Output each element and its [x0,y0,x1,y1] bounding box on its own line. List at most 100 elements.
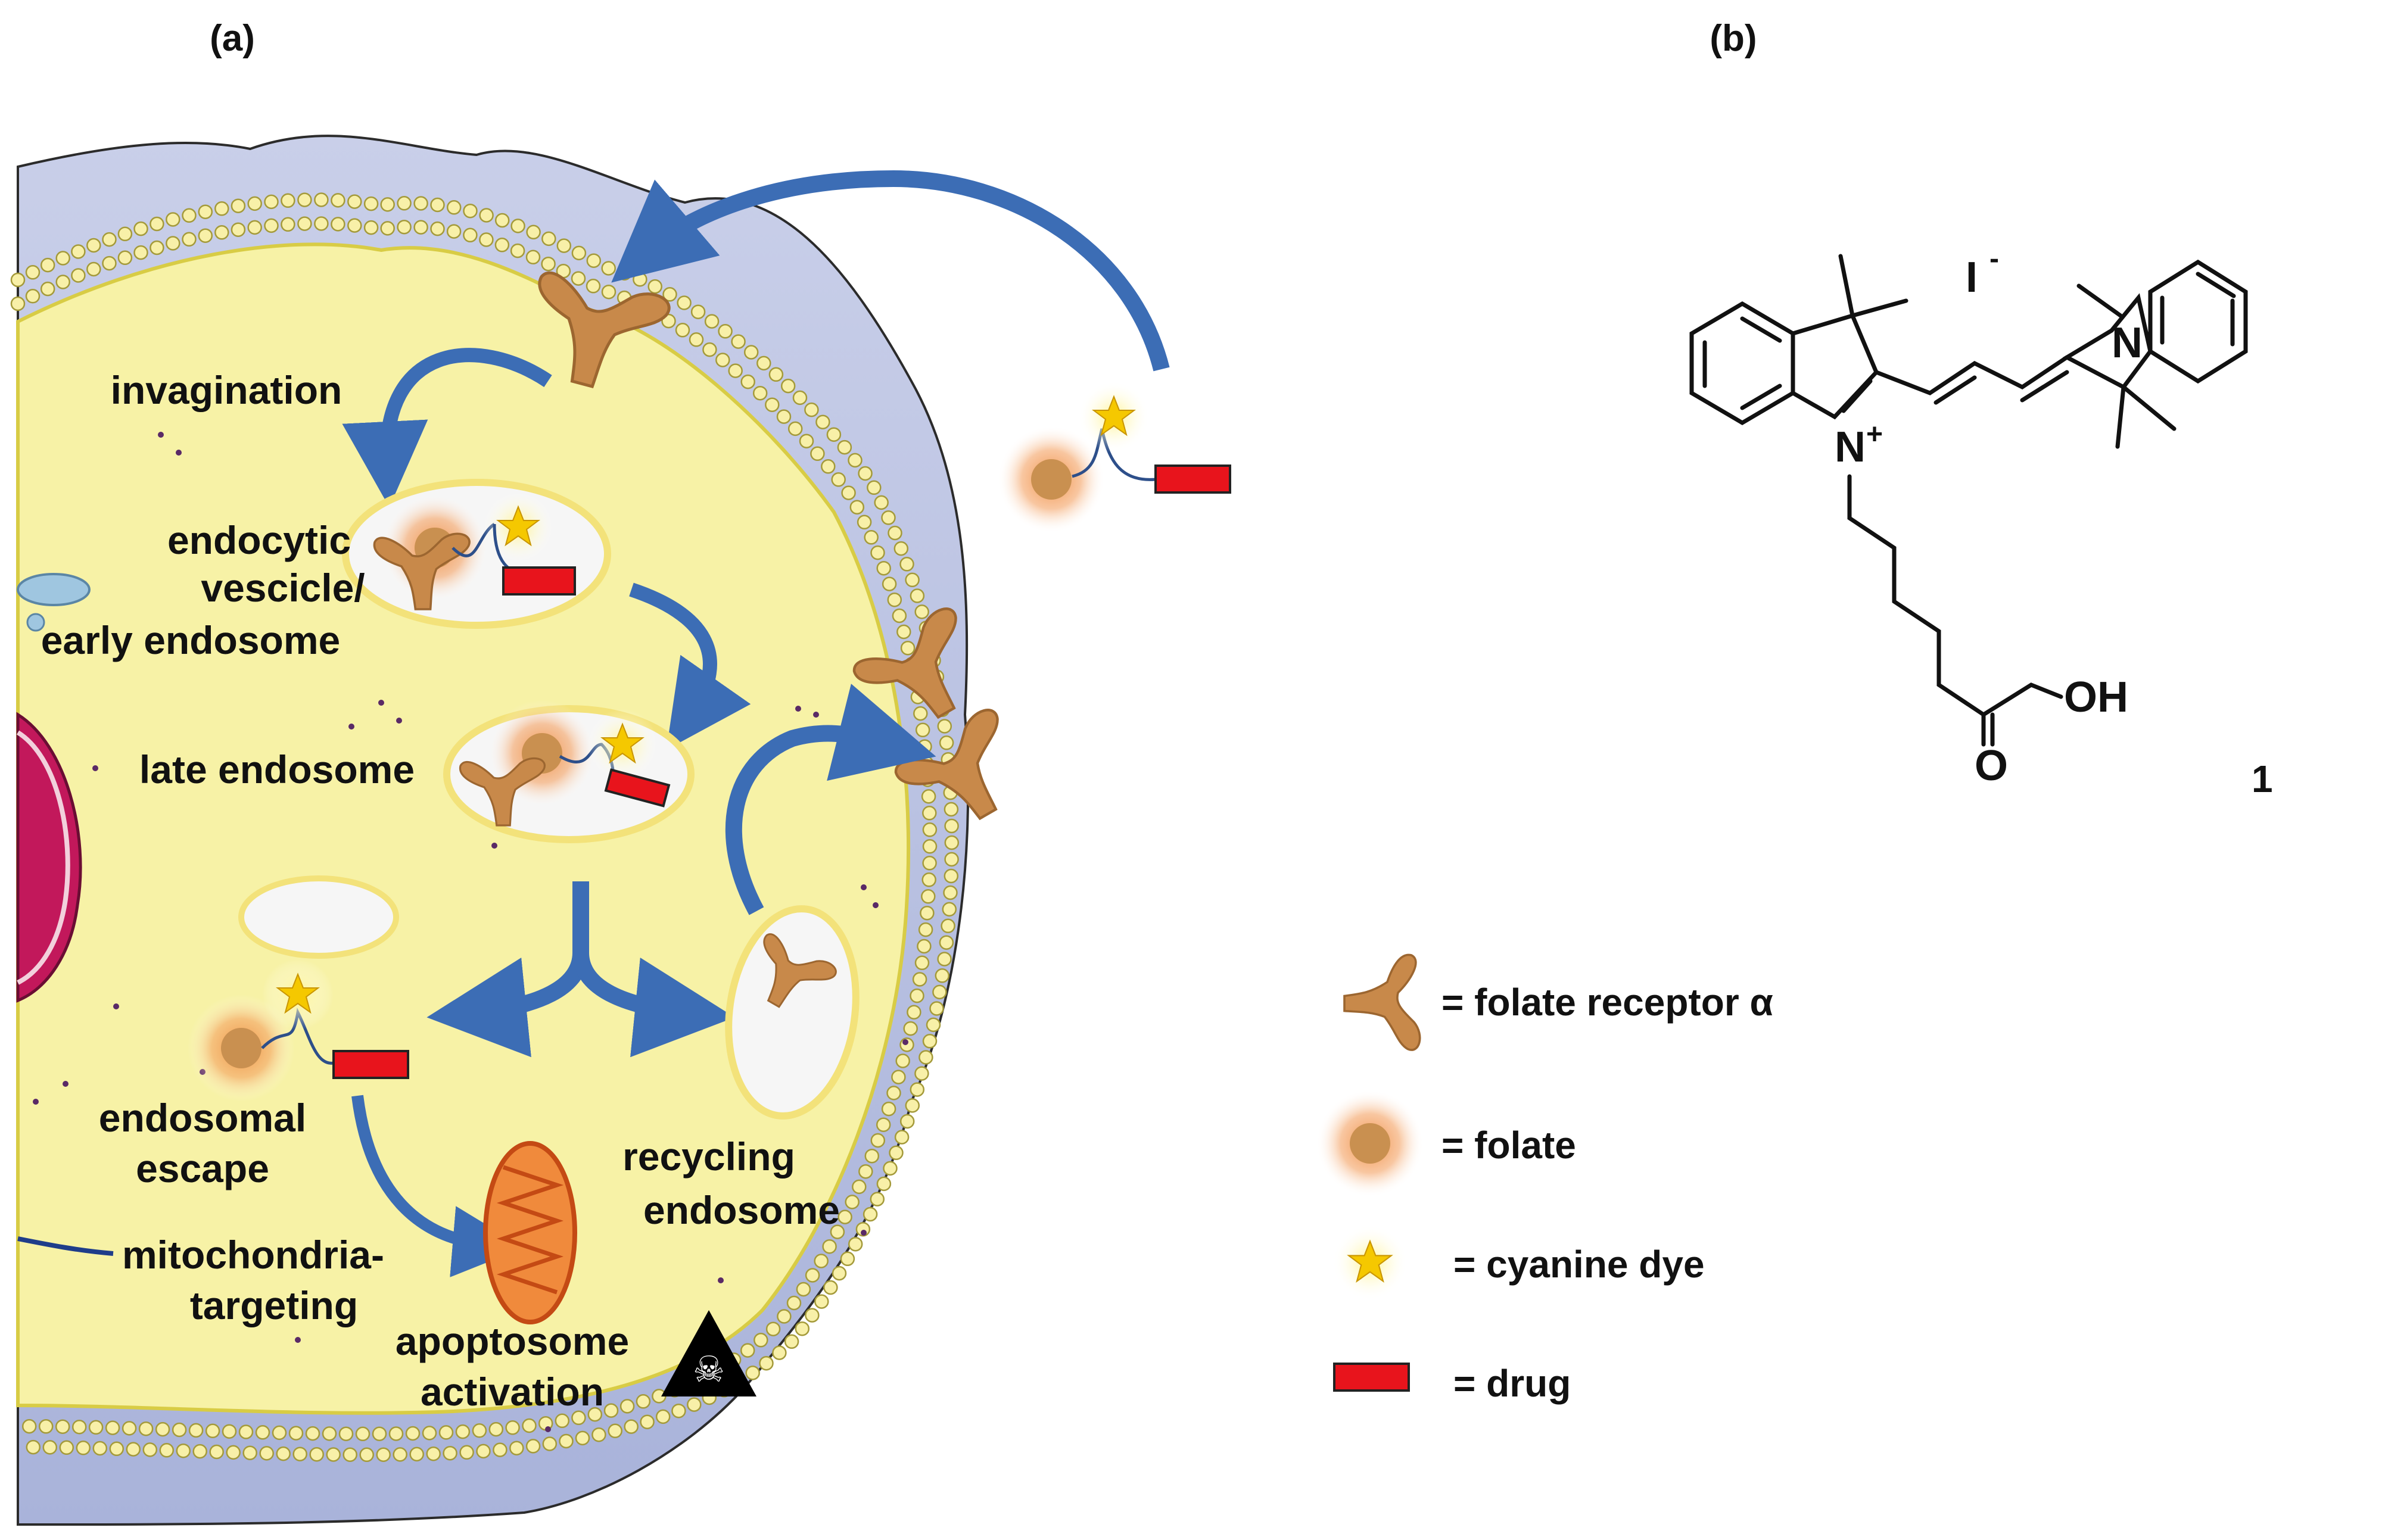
legend-receptor-text: = folate receptor α [1441,981,1773,1024]
lipid-bead [792,390,808,406]
lipid-bead [422,1426,437,1441]
nucleus-envelope [16,730,70,985]
lipid-bead [155,1421,170,1437]
lipid-bead [858,466,873,481]
lipid-bead [914,1066,929,1081]
lipid-bead [198,228,213,243]
lipid-bead [222,1424,237,1439]
lipid-bead [102,232,117,247]
lipid-bead [25,289,41,304]
lipid-bead [603,1403,619,1418]
lipid-bead [689,332,704,347]
legend-dye-icon [1331,1224,1409,1301]
lipid-bead [430,221,445,236]
label-recycling-1: recycling [622,1134,795,1179]
legend-folate-icon [1316,1090,1424,1197]
lipid-bead [704,314,720,329]
lipid-bead [780,378,796,394]
lipid-bead [837,1209,852,1224]
lipid-bead [443,1445,457,1461]
lipid-bead [845,1195,860,1209]
lipid-bead [272,1425,287,1441]
lipid-bead [255,1425,270,1440]
lipid-bead [731,334,746,349]
lipid-bead [247,196,262,211]
lipid-bead [25,265,41,280]
lipid-bead [331,193,345,208]
lipid-bead [26,1439,41,1455]
label-endosomal-1: endosomal [99,1096,306,1140]
lipid-bead [937,719,952,734]
lipid-bead [882,576,897,591]
lipid-bead [42,1440,58,1455]
lipid-bead [288,1426,304,1441]
lipid-bead [640,1414,655,1429]
lipid-bead [476,1444,491,1459]
lipid-bead [556,238,572,253]
lipid-bead [740,374,755,389]
lipid-bead [525,1439,541,1454]
lipid-bead [10,296,26,311]
lipid-bead [242,1445,257,1460]
lipid-bead [881,510,896,525]
lipid-bead [55,1419,70,1434]
lipid-bead [281,193,295,208]
lipid-bead [142,1442,158,1457]
lipid-bead [559,1433,574,1449]
lipid-bead [899,1114,915,1129]
lipid-bead [944,868,959,884]
vesicle-droplet [17,573,91,606]
lipid-bead [376,1447,391,1462]
lipid-bead [900,640,916,656]
apoptosis-warning-icon [661,1310,756,1396]
lipid-bead [917,939,932,954]
lipid-bead [926,1017,941,1033]
lipid-bead [754,1333,768,1348]
lipid-bead [662,287,677,302]
lipid-bead [297,216,312,231]
lipid-bead [388,1426,404,1441]
lipid-bead [522,1418,537,1433]
lipid-bead [372,1426,387,1441]
lipid-bead [488,1421,504,1437]
lipid-bead [479,232,494,247]
lipid-bead [837,439,852,455]
lipid-bead [150,240,164,255]
lipid-bead [305,1426,320,1441]
lipid-bead [840,1251,855,1267]
lipid-bead [92,1441,108,1456]
legend-drug-icon [1333,1363,1410,1392]
lipid-bead [804,402,819,417]
lipid-bead [944,818,959,834]
lipid-bead [910,1082,925,1097]
lipid-bead [939,735,954,750]
lipid-bead [876,560,891,576]
lipid-bead [510,243,525,258]
lipid-bead [848,453,863,468]
lipid-bead [231,222,246,237]
lipid-bead [21,1419,37,1434]
free-dye [1078,381,1150,453]
lipid-bead [864,1148,880,1164]
panel-a-label: (a) [210,18,255,59]
lipid-bead [71,1419,87,1435]
lipid-bead [671,1403,686,1419]
lipid-bead [756,356,771,371]
lipid-bead [117,226,133,242]
lipid-bead [338,1426,354,1441]
lipid-bead [38,1419,54,1434]
lipid-bead [347,194,362,209]
lipid-bead [359,1447,374,1463]
lipid-bead [841,485,856,500]
lipid-bead [876,1176,892,1192]
lipid-bead [944,802,959,817]
lipid-bead [886,1086,901,1101]
early-endosome-drug [502,566,576,596]
lipid-bead [786,1295,802,1311]
lipid-bead [409,1447,424,1462]
panel-b-label: (b) [1710,18,1757,59]
lipid-bead [888,525,902,541]
lipid-bead [331,217,345,232]
nucleus [16,712,82,1003]
label-endocytic-2: vescicle/ [201,566,365,610]
